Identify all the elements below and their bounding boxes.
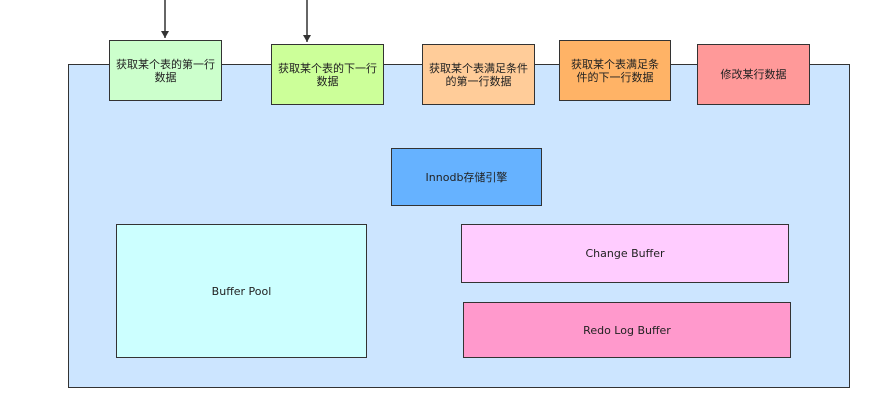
op-modify-row-label: 修改某行数据 <box>720 68 787 81</box>
redo-log-buffer: Redo Log Buffer <box>463 302 791 358</box>
change-buffer: Change Buffer <box>461 224 789 283</box>
op-get-first-matching-row-label: 获取某个表满足条件的第一行数据 <box>429 61 528 88</box>
op-get-first-row-label: 获取某个表的第一行数据 <box>116 57 215 84</box>
op-modify-row: 修改某行数据 <box>697 44 810 105</box>
innodb-engine: Innodb存储引擎 <box>391 148 542 206</box>
buffer-pool: Buffer Pool <box>116 224 367 358</box>
op-get-next-row: 获取某个表的下一行数据 <box>271 44 384 105</box>
op-get-first-row: 获取某个表的第一行数据 <box>109 40 222 101</box>
innodb-engine-label: Innodb存储引擎 <box>425 170 508 184</box>
buffer-pool-label: Buffer Pool <box>211 284 272 298</box>
op-get-next-matching-row-label: 获取某个表满足条件的下一行数据 <box>571 57 659 84</box>
redo-log-buffer-label: Redo Log Buffer <box>583 323 671 337</box>
change-buffer-label: Change Buffer <box>585 247 665 260</box>
op-get-next-matching-row: 获取某个表满足条件的下一行数据 <box>559 40 671 101</box>
op-get-first-matching-row: 获取某个表满足条件的第一行数据 <box>422 44 535 105</box>
op-get-next-row-label: 获取某个表的下一行数据 <box>278 61 377 88</box>
